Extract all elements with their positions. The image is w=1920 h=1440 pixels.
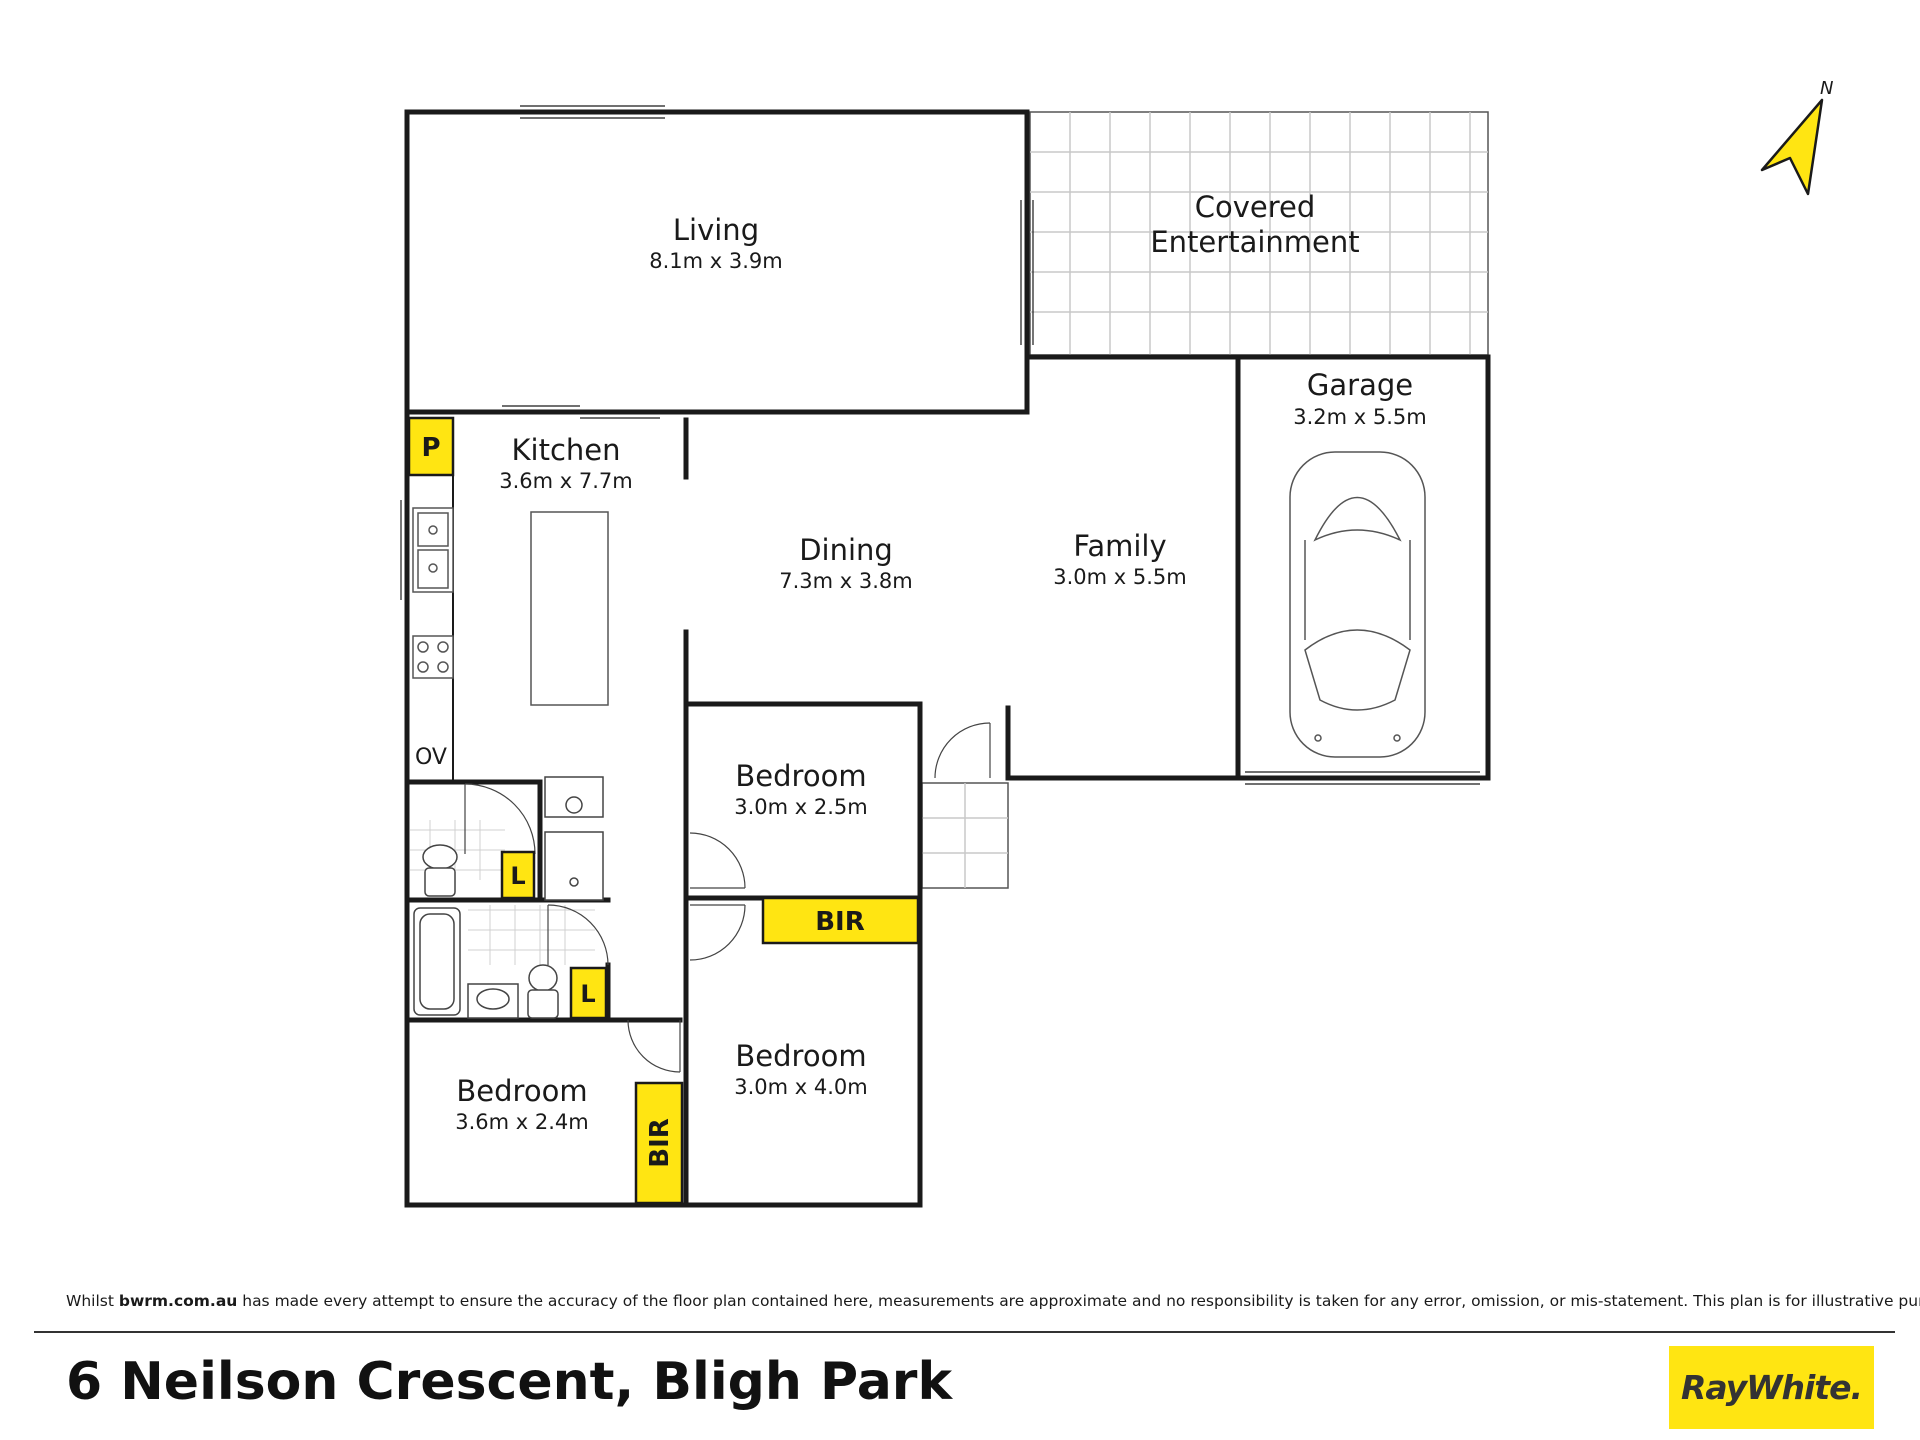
bir-label-bedroom-2: BIR [815, 907, 865, 937]
north-label: N [1820, 78, 1833, 99]
kitchen-island [530, 511, 609, 706]
disclaimer-suffix: has made every attempt to ensure the acc… [237, 1292, 1920, 1310]
room-name-bedroom-2: Bedroom [735, 759, 866, 793]
toilet-icon [528, 964, 558, 992]
shower-icon [544, 831, 604, 901]
toilet-icon [422, 844, 458, 870]
room-dims-bedroom-3: 3.0m x 4.0m [734, 1075, 868, 1099]
room-name-bedroom-1: Bedroom [456, 1074, 587, 1108]
cooktop-icon [412, 635, 454, 679]
room-dims-living: 8.1m x 3.9m [649, 249, 783, 273]
pantry-label: P [421, 433, 440, 463]
bir-box-bedroom-1 [634, 1081, 684, 1205]
pantry-box [407, 416, 455, 477]
disclaimer: Whilst bwrm.com.au has made every attemp… [66, 1292, 1920, 1310]
room-dims-kitchen: 3.6m x 7.7m [499, 469, 633, 493]
linen-box-1 [500, 850, 536, 900]
room-name-bedroom-3: Bedroom [735, 1039, 866, 1073]
room-dims-garage: 3.2m x 5.5m [1293, 405, 1427, 429]
floor-plan: N Living 8.1m x 3.9m Covered Entertainme… [400, 78, 1833, 1208]
room-dims-dining: 7.3m x 3.8m [779, 569, 913, 593]
divider [34, 1331, 1895, 1333]
room-name-garage: Garage [1307, 368, 1413, 402]
oven-label: OV [415, 745, 447, 770]
porch-paving [921, 782, 1009, 889]
raywhite-logo: RayWhite. [1669, 1346, 1874, 1429]
disclaimer-domain: bwrm.com.au [118, 1292, 238, 1310]
room-name-dining: Dining [799, 533, 893, 567]
storage-boxes [407, 416, 920, 1205]
car-icon [1289, 451, 1426, 758]
room-dims-bedroom-1: 3.6m x 2.4m [455, 1110, 589, 1134]
room-dims-family: 3.0m x 5.5m [1053, 565, 1187, 589]
windows [400, 105, 1480, 785]
logo-text: RayWhite [1680, 1368, 1852, 1407]
room-name-family: Family [1073, 529, 1166, 563]
north-arrow-icon: N [1760, 78, 1833, 196]
room-name-covered-line2: Entertainment [1150, 225, 1359, 259]
bir-box-bedroom-2 [761, 896, 920, 945]
logo-mark: . [1850, 1368, 1864, 1407]
linen-label-2: L [580, 980, 595, 1008]
covered-entertainment-paving [1029, 111, 1489, 356]
kitchen-fittings [412, 465, 609, 780]
room-name-kitchen: Kitchen [512, 433, 621, 467]
bir-label-bedroom-1: BIR [645, 1118, 675, 1168]
linen-box-2 [569, 966, 608, 1020]
door-swings [464, 722, 991, 1073]
room-name-covered-line1: Covered [1195, 190, 1316, 224]
property-address: 6 Neilson Crescent, Bligh Park [66, 1352, 953, 1412]
walls [404, 109, 1491, 1208]
linen-label-1: L [510, 862, 525, 890]
room-name-living: Living [673, 213, 759, 247]
bathroom-fixtures [413, 776, 604, 1019]
disclaimer-prefix: Whilst [66, 1292, 119, 1310]
room-dims-bedroom-2: 3.0m x 2.5m [734, 795, 868, 819]
